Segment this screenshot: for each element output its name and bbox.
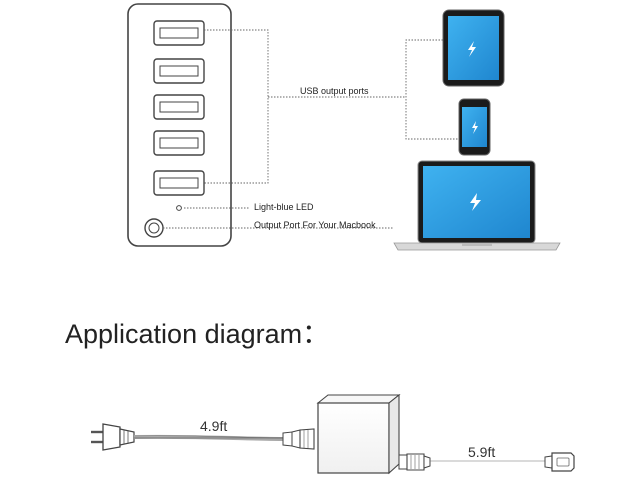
charger-hub bbox=[127, 3, 232, 247]
macbook-output-port-label: Output Port For Your Macbook bbox=[254, 220, 376, 230]
usb-port-3 bbox=[153, 94, 205, 120]
magsafe-connector bbox=[544, 452, 575, 472]
power-adapter-box bbox=[316, 393, 401, 475]
light-blue-led-label: Light-blue LED bbox=[254, 202, 314, 212]
input-cable bbox=[133, 434, 291, 441]
callout-lines bbox=[163, 29, 458, 229]
ac-plug bbox=[91, 423, 135, 451]
usb-port-5 bbox=[153, 170, 205, 196]
led-indicator bbox=[176, 205, 182, 211]
usb-port-4 bbox=[153, 130, 205, 156]
input-cable-length-label: 4.9ft bbox=[200, 418, 228, 434]
output-cable-length-label: 5.9ft bbox=[468, 444, 496, 460]
laptop-device bbox=[393, 160, 561, 251]
tablet-device bbox=[442, 9, 505, 87]
output-cable bbox=[430, 460, 545, 464]
macbook-output-port bbox=[144, 218, 164, 238]
lightning-bolt-icon bbox=[472, 121, 478, 134]
usb-port-1 bbox=[153, 20, 205, 46]
input-connector bbox=[282, 428, 315, 450]
usb-output-ports-label: USB output ports bbox=[300, 86, 369, 96]
output-connector bbox=[398, 453, 431, 471]
phone-device bbox=[458, 98, 491, 156]
lightning-bolt-icon bbox=[468, 41, 476, 57]
page-title: Application diagram： bbox=[65, 319, 330, 349]
usb-port-2 bbox=[153, 58, 205, 84]
lightning-bolt-icon bbox=[470, 193, 481, 211]
